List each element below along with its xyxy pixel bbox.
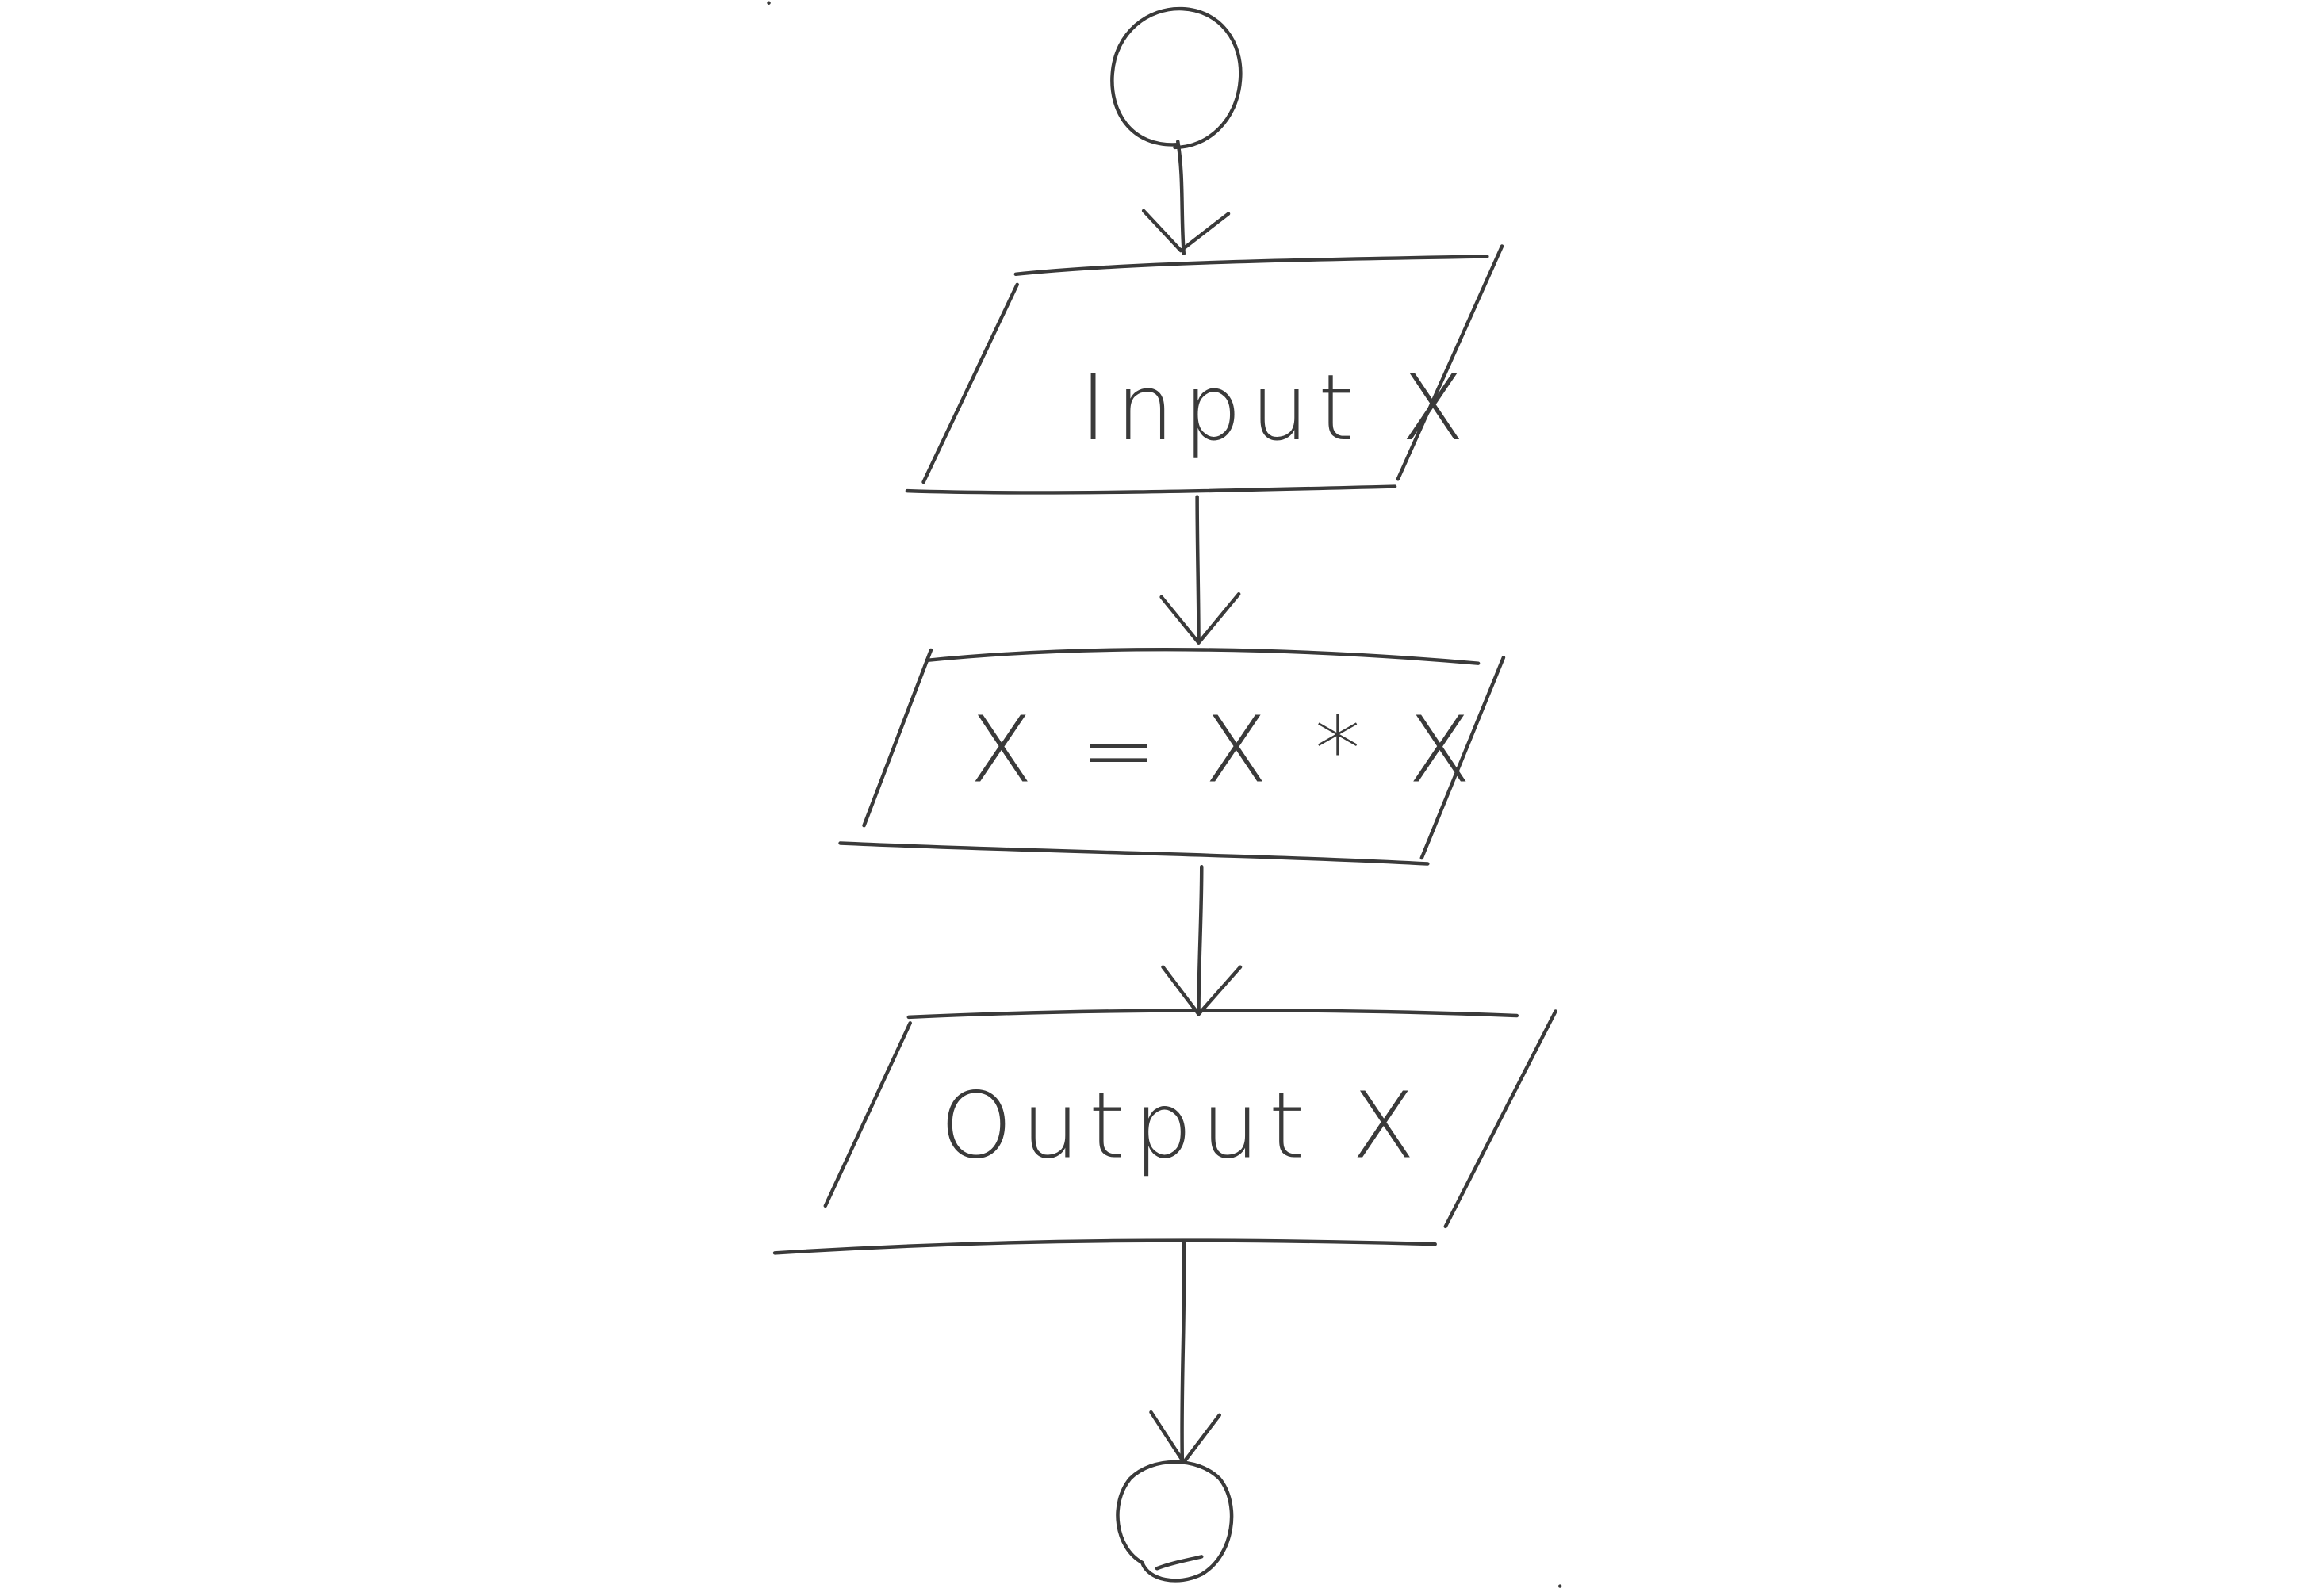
input-node: Input X (905, 244, 1504, 495)
process-node: X = X * X (838, 647, 1506, 866)
output-node-label: Output X (940, 1074, 1423, 1179)
arrow-process-to-output (1161, 865, 1243, 1016)
arrow-start-to-input (1141, 140, 1231, 256)
output-node: Output X (772, 1009, 1557, 1255)
arrow-input-to-process (1159, 495, 1241, 645)
process-node-label: X = X * X (970, 698, 1481, 803)
input-node-label: Input X (1079, 356, 1473, 461)
start-terminal (1110, 6, 1243, 150)
stray-dot (1557, 1584, 1562, 1588)
end-terminal (1116, 1460, 1234, 1583)
arrow-output-to-end (1149, 1239, 1222, 1464)
stray-dot (767, 1, 771, 5)
